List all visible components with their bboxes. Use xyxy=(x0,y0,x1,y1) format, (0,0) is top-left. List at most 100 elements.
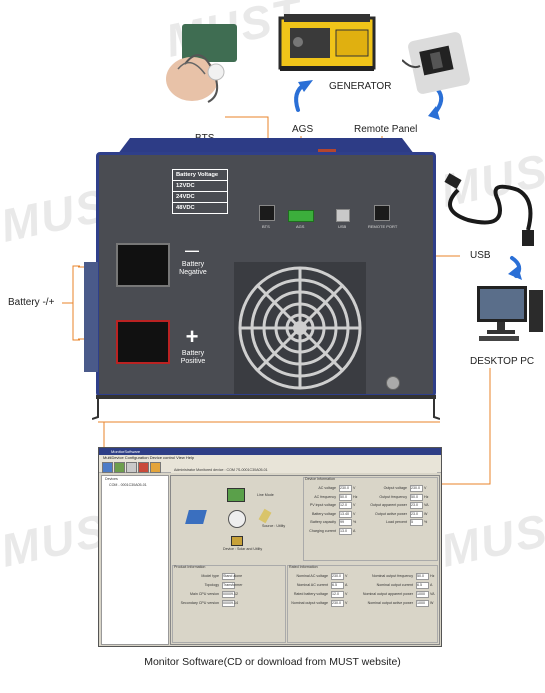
info-value-field xyxy=(339,527,352,535)
device-info-title: Device Information xyxy=(305,477,335,481)
battery-voltage-table: Battery Voltage 12VDC 24VDC 48VDC xyxy=(172,169,228,214)
info-unit: V xyxy=(345,574,348,578)
info-label: AC voltage xyxy=(318,486,336,490)
info-label: Nominal output frequency xyxy=(372,574,413,578)
info-label: PV input voltage xyxy=(309,503,336,507)
toolbar-button[interactable] xyxy=(126,462,137,473)
usb-cable-photo xyxy=(438,170,542,252)
usb-port-label: USB xyxy=(338,224,347,229)
ags-port[interactable] xyxy=(288,210,314,222)
toolbar-button[interactable] xyxy=(102,462,113,473)
info-label: Rated battery voltage xyxy=(293,592,328,596)
voltage-row: 48VDC xyxy=(176,205,195,211)
info-value: 50.0 xyxy=(411,494,418,499)
device-mode-label: Device : Solar and Utility xyxy=(223,547,263,551)
inverter-left-flange xyxy=(84,262,98,372)
info-unit: V xyxy=(345,592,348,596)
info-label: Secondary CPU version xyxy=(180,601,219,605)
info-value: 5 xyxy=(411,520,413,524)
info-value: 230.0 xyxy=(332,574,341,578)
info-label: Charging current xyxy=(309,528,336,533)
remote-port[interactable] xyxy=(374,205,390,221)
rated-info-box xyxy=(287,565,438,643)
tree-root[interactable]: Devices xyxy=(105,477,118,481)
info-unit: V xyxy=(353,503,356,507)
software-title: MonitorSoftware xyxy=(99,448,441,455)
info-value-field xyxy=(410,502,423,509)
info-value-field xyxy=(339,502,352,509)
toolbar-button[interactable] xyxy=(150,462,161,473)
generator-photo xyxy=(276,12,378,74)
info-unit: % xyxy=(353,520,357,524)
software-menu-bar[interactable]: MultiDevice Configuration Device control… xyxy=(99,455,441,461)
info-value: 13.0 xyxy=(340,528,347,533)
battery-positive-symbol: + xyxy=(185,324,199,349)
monitored-device-header: Administrator Monitored device : COM 7S-… xyxy=(174,468,268,472)
line-mode-label: Line Mode xyxy=(257,493,274,497)
info-label: Nominal output apparent power xyxy=(362,592,413,596)
info-unit: % xyxy=(424,520,428,524)
info-value: 230.0 xyxy=(332,601,341,605)
caption: Monitor Software(CD or download from MUS… xyxy=(144,656,401,668)
battery-negative-terminal[interactable] xyxy=(116,243,170,287)
toolbar-button[interactable] xyxy=(114,462,125,473)
info-unit: V xyxy=(424,486,427,490)
info-value: Transformer xyxy=(223,583,243,587)
info-value-field xyxy=(416,591,429,598)
usb-port[interactable] xyxy=(336,209,350,222)
info-unit: V xyxy=(345,601,348,605)
info-value-field xyxy=(339,493,352,501)
header-strip xyxy=(171,467,437,473)
info-value-field xyxy=(331,582,344,589)
info-label: Battery capacity xyxy=(310,520,336,524)
source-label: Source : Utility xyxy=(262,524,286,528)
info-label: Output voltage xyxy=(383,486,407,490)
info-label: Nominal output voltage xyxy=(291,601,328,605)
tree-item[interactable]: COM - 0001C30A05-01 xyxy=(109,483,147,487)
info-value: 12.0 xyxy=(340,503,347,507)
info-value-field xyxy=(339,519,352,526)
info-value-field xyxy=(222,582,235,589)
battery-voltage-header: Battery Voltage xyxy=(173,170,227,181)
info-unit: Hz xyxy=(430,574,435,578)
toolbar-button[interactable] xyxy=(138,462,149,473)
remote-panel-photo xyxy=(401,30,474,100)
battery-negative-label: Battery Negative xyxy=(179,261,207,276)
info-unit: A xyxy=(430,583,433,587)
desktop-pc-photo xyxy=(473,284,545,344)
voltage-row: 24VDC xyxy=(173,192,227,203)
ags-label: AGS xyxy=(292,124,314,135)
ags-port-label: AGS xyxy=(296,224,305,229)
info-label: Model type xyxy=(201,574,219,578)
info-value: 13.40 xyxy=(340,511,349,516)
utility-icon xyxy=(227,488,245,502)
solar-panel-icon xyxy=(185,510,207,524)
info-unit: A xyxy=(345,583,348,587)
rated-info-title: Rated Information xyxy=(289,565,318,569)
battery-positive-label: Battery Positive xyxy=(180,350,206,365)
info-label: Output frequency xyxy=(379,494,407,499)
battery-positive-terminal[interactable] xyxy=(116,320,170,364)
info-value-field xyxy=(331,591,344,598)
info-value: 99 xyxy=(340,520,344,524)
info-value-field xyxy=(331,573,344,580)
info-value: 50.0 xyxy=(417,574,424,578)
info-value: 00009.14 xyxy=(223,601,238,605)
info-label: Output active power xyxy=(375,511,407,516)
info-value: 230.0 xyxy=(411,486,420,490)
generator-label: GENERATOR xyxy=(329,81,392,92)
info-value: 6.5 xyxy=(332,583,337,587)
bts-port[interactable] xyxy=(259,205,275,221)
info-label: Nominal output current xyxy=(376,583,413,587)
info-value: Stand alone xyxy=(223,574,243,578)
info-value: 230.0 xyxy=(340,486,349,490)
info-label: Output apparent power xyxy=(370,503,407,507)
info-value-field xyxy=(410,519,423,526)
info-value: 00009.12 xyxy=(223,592,238,596)
info-unit: V xyxy=(353,486,356,490)
info-value: 12.0 xyxy=(332,592,339,596)
info-label: Battery voltage xyxy=(312,511,336,516)
cooling-fan xyxy=(234,262,366,394)
usb-label: USB xyxy=(470,250,491,261)
